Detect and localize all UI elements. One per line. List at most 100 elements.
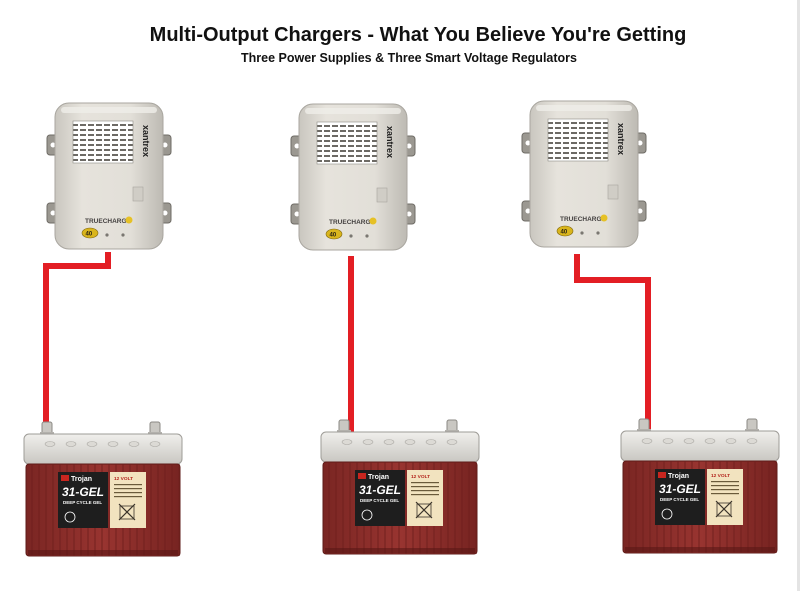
mounting-hole [50,142,56,148]
wire-1 [43,252,111,434]
mounting-hole [525,208,531,214]
label-fineprint [711,485,739,487]
screw [105,233,109,237]
charger-product-label: TRUECHARGE [560,216,607,223]
label-emblem [361,509,373,521]
battery-voltage: 12 VOLT [711,473,730,479]
mounting-hole [637,208,643,214]
battery-voltage: 12 VOLT [114,476,133,482]
cell-cap [86,441,98,447]
battery-type: DEEP CYCLE GEL [360,498,399,503]
trojan-logo-mark [658,472,666,478]
label-fineprint [711,481,739,483]
trojan-logo-mark [61,475,69,481]
label-fineprint [114,488,142,490]
cell-cap [107,441,119,447]
cell-cap [341,439,353,445]
diagram-title: Multi-Output Chargers - What You Believe… [149,24,687,46]
label-fineprint [114,496,142,498]
battery-voltage: 12 VOLT [411,474,430,480]
mounting-hole [406,211,412,217]
battery-type: DEEP CYCLE GEL [63,500,102,505]
vent-grille [547,118,609,162]
screw [121,233,125,237]
charger-highlight [305,108,401,114]
recycle-bin-icon [415,501,433,519]
amp-badge-text: 40 [561,230,568,236]
label-fineprint [411,482,439,484]
screw [596,231,600,235]
mounting-hole [294,211,300,217]
charger-brand: xantrex [616,123,626,155]
vent-grille [316,121,378,165]
charger-logo-dot [369,217,377,225]
label-emblem [661,508,673,520]
label-fineprint [411,494,439,496]
battery-brand: Trojan [368,474,389,481]
cell-cap [662,438,674,444]
battery-lid [320,431,480,463]
vent-grille [72,120,134,164]
battery-model: 31-GEL [62,485,104,499]
cell-cap [362,439,374,445]
label-fineprint [411,490,439,492]
cell-cap [746,438,758,444]
cell-cap [44,441,56,447]
mounting-hole [294,143,300,149]
charger-brand: xantrex [141,125,151,157]
label-fineprint [711,493,739,495]
mounting-hole [525,140,531,146]
battery-brand: Trojan [668,473,689,480]
mounting-hole [162,142,168,148]
battery-base-shadow [28,550,178,555]
label-fineprint [411,486,439,488]
battery-label-dark [655,469,705,525]
trojan-logo-mark [358,473,366,479]
recycle-bin-outline [716,502,732,517]
right-edge-divider [797,0,800,591]
amp-badge-text: 40 [86,232,93,238]
charger-logo-dot [125,216,133,224]
amp-badge [81,227,99,239]
cell-cap [725,438,737,444]
charger-highlight [61,107,157,113]
wires-group [43,252,651,434]
battery-base-shadow [625,547,775,552]
status-window [132,186,144,202]
recycle-bin-icon [118,503,136,521]
battery-type: DEEP CYCLE GEL [660,497,699,502]
charger-product-label: TRUECHARGE [329,219,376,226]
wire-3 [574,254,651,431]
cell-cap [446,439,458,445]
mounting-hole [50,210,56,216]
recycle-bin-icon [715,500,733,518]
cell-cap [704,438,716,444]
cell-cap [383,439,395,445]
mounting-hole [406,143,412,149]
amp-badge-text: 40 [330,233,337,239]
charger-highlight [536,105,632,111]
cell-cap [404,439,416,445]
screw [365,234,369,238]
cell-cap [128,441,140,447]
label-fineprint [114,492,142,494]
charger-product-label: TRUECHARGE [85,218,132,225]
battery-lid [23,433,183,465]
label-emblem [64,511,76,523]
recycle-bin-outline [416,503,432,518]
mounting-hole [162,210,168,216]
charger-logo-dot [600,214,608,222]
label-fineprint [711,489,739,491]
amp-badge [556,225,574,237]
status-window [376,187,388,203]
battery-label-dark [58,472,108,528]
cell-cap [65,441,77,447]
battery-lid [620,430,780,462]
